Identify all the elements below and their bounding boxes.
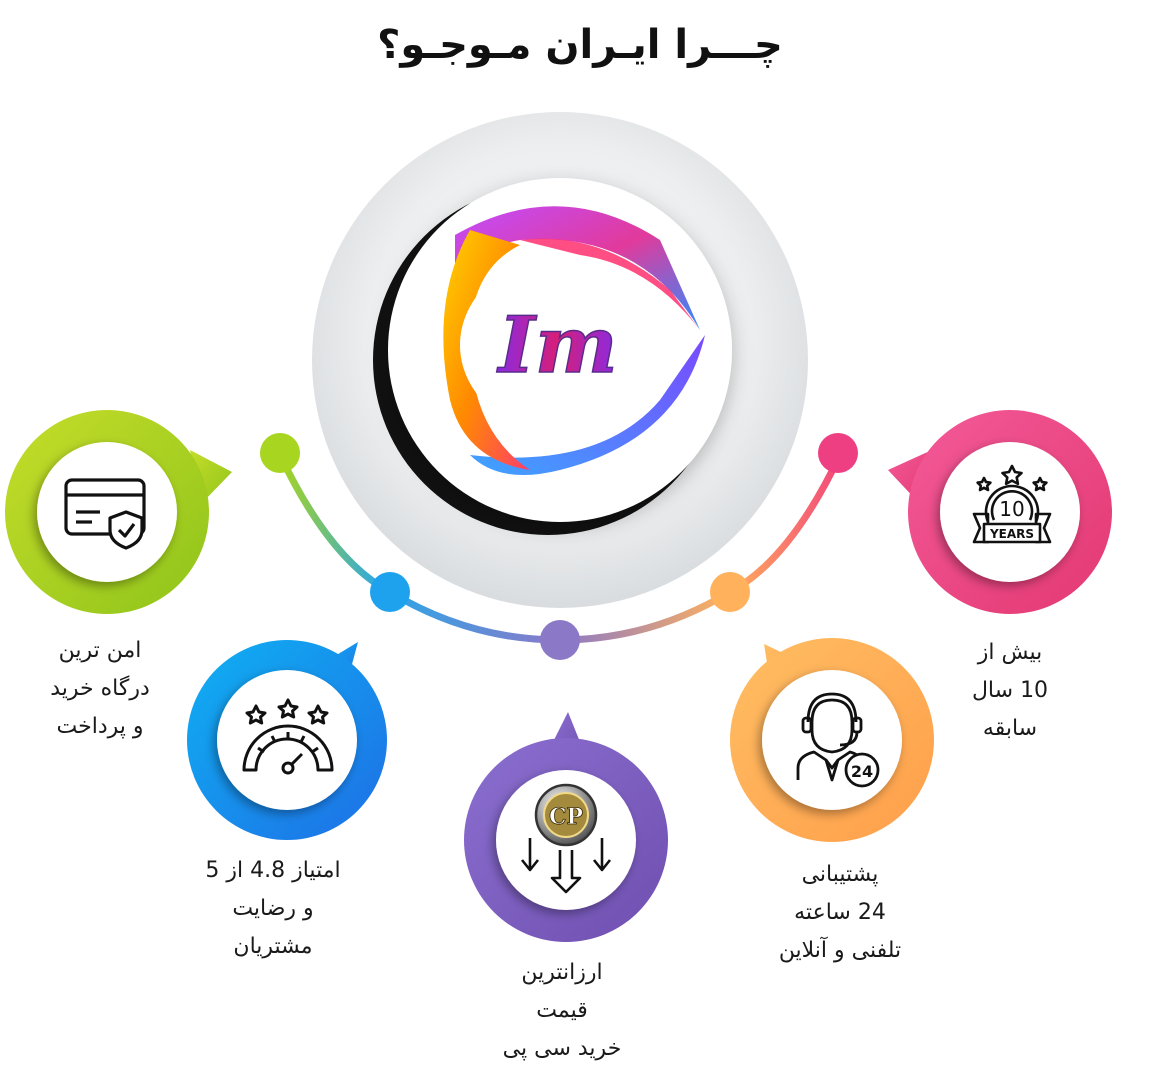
- label-secure-payment: امن ترین درگاه خرید و پرداخت: [50, 638, 150, 739]
- feature-rating: [187, 640, 387, 840]
- coin-label: CP: [549, 804, 583, 830]
- ten-years-badge-icon: 10 YEARS: [972, 464, 1052, 544]
- node-blue: [370, 572, 410, 612]
- feature-lowest-price: CP: [464, 712, 668, 942]
- feature-experience: 10 YEARS: [888, 410, 1112, 614]
- feature-support: 24: [730, 638, 934, 842]
- feature-secure-payment: [5, 410, 232, 614]
- node-green: [260, 433, 300, 473]
- years-word: YEARS: [989, 527, 1034, 541]
- years-number: 10: [999, 497, 1024, 521]
- cp-coin-price-down-icon: CP: [520, 783, 612, 894]
- page-title: چـــرا ایـران مـوجـو؟: [377, 22, 783, 68]
- node-purple: [540, 620, 580, 660]
- rating-gauge-icon: [242, 698, 334, 775]
- label-experience: بیش از 10 سال سابقه: [971, 640, 1049, 741]
- secure-card-icon: [64, 478, 146, 550]
- support-agent-24-icon: 24: [796, 692, 880, 788]
- label-lowest-price: ارزانترین قیمت خرید سی پی: [502, 960, 622, 1061]
- node-pink: [818, 433, 858, 473]
- brand-logo-icon: Im: [443, 206, 705, 475]
- logo-text: Im: [496, 300, 617, 391]
- label-rating: امتیاز 4.8 از 5 و رضایت مشتریان: [205, 858, 341, 959]
- node-orange: [710, 572, 750, 612]
- label-support: پشتیبانی 24 ساعته تلفنی و آنلاین: [778, 862, 902, 963]
- support-24-badge: 24: [851, 762, 873, 781]
